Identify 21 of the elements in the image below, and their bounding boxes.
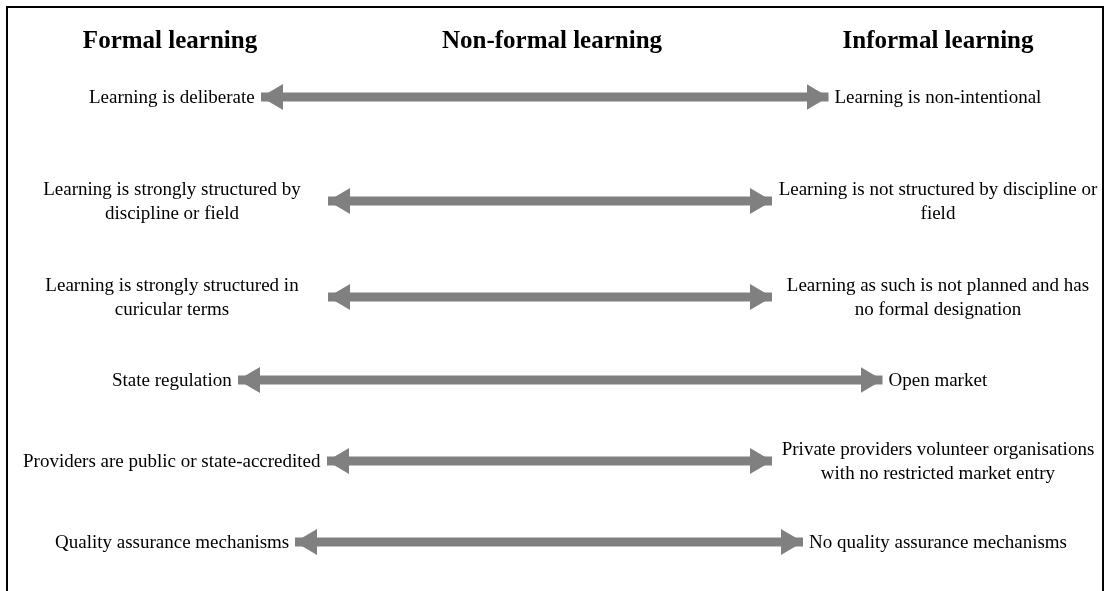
statement-text: Learning is strongly structured by discipline or field <box>16 164 328 238</box>
statement-text: Quality assurance mechanisms <box>49 505 296 579</box>
double-arrow <box>328 188 772 214</box>
statement-text: Providers are public or state-accredited <box>17 424 327 498</box>
double-arrow <box>238 367 883 393</box>
statement-text: Learning as such is not planned and has no formal designation <box>772 260 1104 334</box>
double-arrow <box>295 529 803 555</box>
statement-text: Learning is strongly structured in curicular terms <box>16 260 328 334</box>
statement-text: Open market <box>882 343 994 417</box>
double-arrow <box>328 284 772 310</box>
statement-text: State regulation <box>106 343 238 417</box>
statement-text: No quality assurance mechanisms <box>803 505 1073 579</box>
double-arrow <box>261 84 829 110</box>
statement-text: Learning is deliberate <box>83 60 261 134</box>
column-heading: Non-formal learning <box>441 26 663 54</box>
column-heading: Formal learning <box>82 26 258 54</box>
statement-text: Learning is non-intentional <box>828 60 1048 134</box>
statement-text: Private providers volunteer organisations with no restricted market entry <box>772 424 1104 498</box>
double-arrow <box>327 448 772 474</box>
statement-text: Learning is not structured by discipline or field <box>772 164 1104 238</box>
column-heading: Informal learning <box>842 26 1034 54</box>
